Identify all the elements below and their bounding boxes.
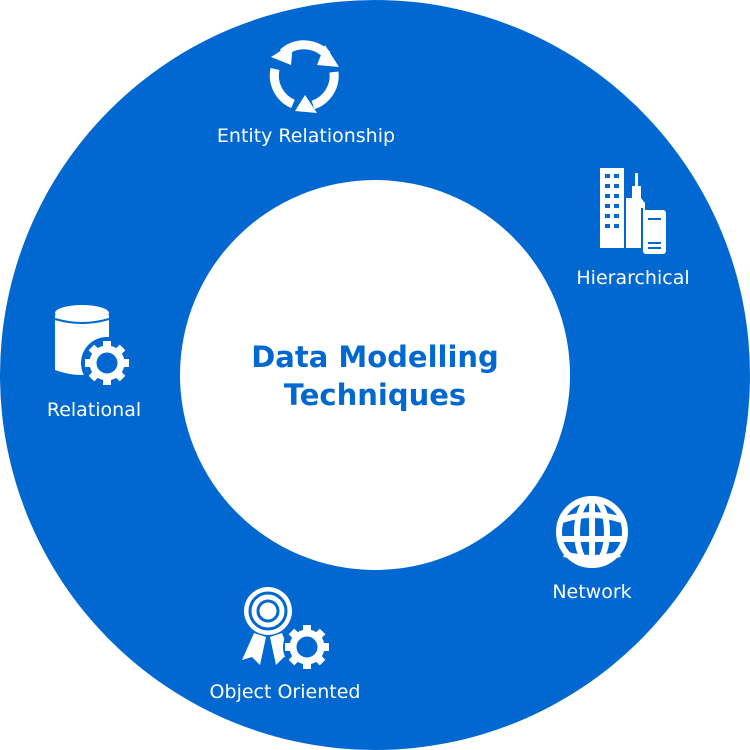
label-entity-relationship: Entity Relationship [216,125,396,147]
globe-icon [556,496,628,568]
database-gear-icon [54,305,133,389]
label-object-oriented: Object Oriented [209,681,361,703]
buildings-icon [600,168,666,256]
title-line-2: Techniques [283,378,467,412]
label-relational: Relational [46,399,142,421]
label-hierarchical: Hierarchical [576,267,690,289]
center-circle [180,180,570,570]
label-network: Network [552,581,632,603]
award-gear-icon [242,587,331,671]
cycle-arrows-icon [269,40,339,113]
title-line-1: Data Modelling [251,340,499,374]
diagram-title: Data Modelling Techniques [251,338,499,414]
